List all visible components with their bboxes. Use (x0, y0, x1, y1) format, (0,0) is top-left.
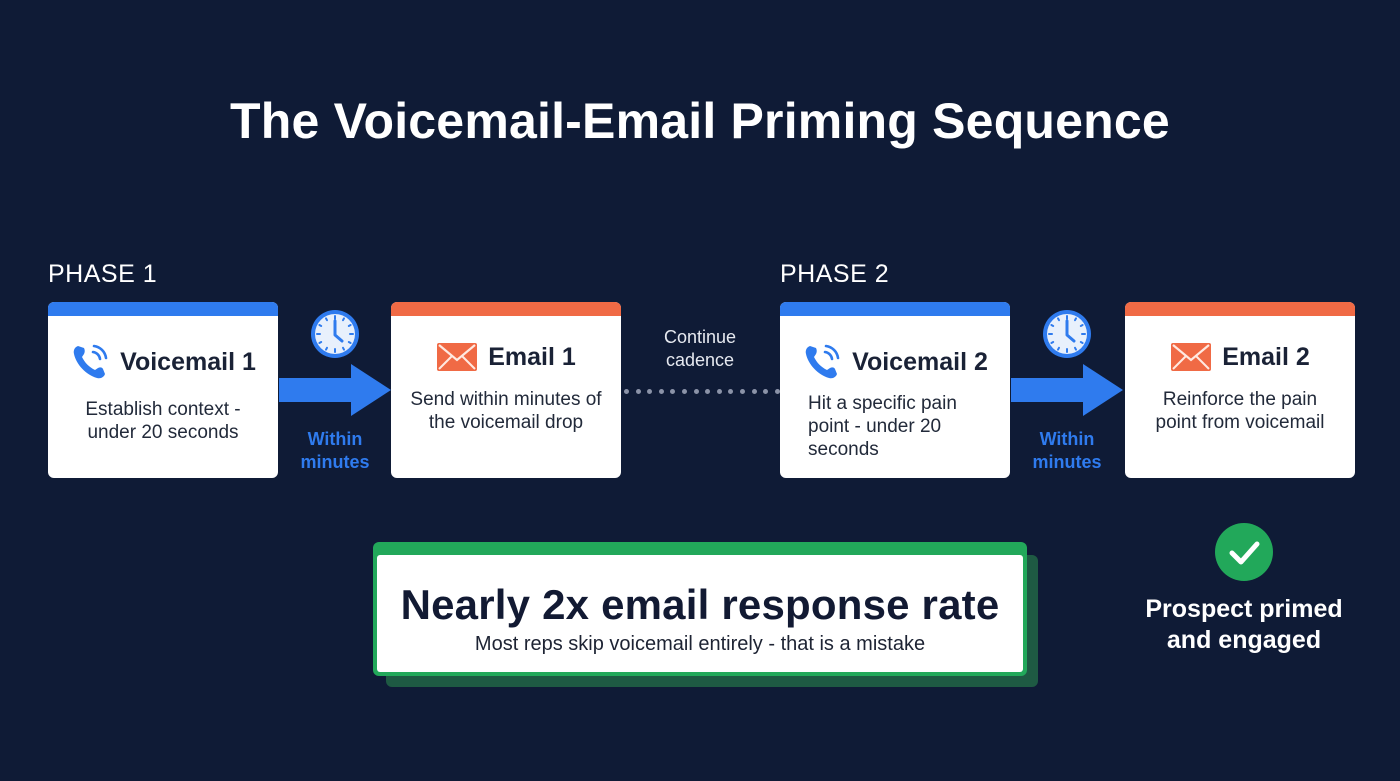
card-accent-bar (780, 302, 1010, 316)
clock-icon (1043, 310, 1091, 358)
step-description: Hit a specific pain point - under 20 sec… (808, 393, 957, 460)
dotted-connector (624, 387, 780, 395)
phone-ringing-icon (73, 344, 108, 379)
card-accent-bar (48, 302, 278, 316)
envelope-icon (437, 343, 478, 371)
connector-label-line1: Within (1039, 429, 1095, 449)
step-card-voicemail-1: Voicemail 1 Establish context - under 20… (48, 302, 278, 478)
step-title: Email 1 (488, 342, 576, 371)
step-card-email-2: Email 2 Reinforce the pain point from vo… (1125, 302, 1355, 478)
phone-ringing-icon (805, 344, 840, 379)
step-title: Voicemail 1 (120, 347, 256, 376)
outcome-line1: Prospect primed (1145, 595, 1343, 623)
checkmark-icon (1215, 523, 1273, 581)
connector-label-line2: minutes (300, 452, 370, 472)
continue-cadence-label: Continue cadence (622, 326, 778, 372)
phase-2-label: PHASE 2 (780, 260, 890, 288)
connector-label-line1: Within (307, 429, 363, 449)
clock-icon (311, 310, 359, 358)
connector-within-minutes-1: Within minutes (279, 302, 391, 478)
step-description: Reinforce the pain point from voicemail (1155, 389, 1325, 433)
cadence-line1: Continue (663, 327, 737, 347)
connector-label-line2: minutes (1032, 452, 1102, 472)
step-description: Establish context - under 20 seconds (85, 399, 241, 443)
envelope-icon (1171, 343, 1212, 371)
diagram-title: The Voicemail-Email Priming Sequence (230, 93, 1170, 149)
stat-headline: Nearly 2x email response rate (400, 581, 1000, 628)
step-description: Send within minutes of the voicemail dro… (410, 389, 602, 433)
stat-subtext: Most reps skip voicemail entirely - that… (474, 633, 926, 655)
phase-1-label: PHASE 1 (48, 260, 158, 288)
connector-within-minutes-2: Within minutes (1011, 302, 1123, 478)
step-card-voicemail-2: Voicemail 2 Hit a specific pain point - … (780, 302, 1010, 478)
step-card-email-1: Email 1 Send within minutes of the voice… (391, 302, 621, 478)
outcome-label: Prospect primed and engaged (1118, 594, 1370, 656)
arrow-right-icon (1011, 364, 1123, 416)
outcome-line2: and engaged (1166, 626, 1322, 654)
cadence-line2: cadence (665, 350, 735, 370)
card-accent-bar (1125, 302, 1355, 316)
stat-callout: Nearly 2x email response rate Most reps … (373, 542, 1027, 676)
arrow-right-icon (279, 364, 391, 416)
step-title: Voicemail 2 (852, 347, 988, 376)
card-accent-bar (391, 302, 621, 316)
step-title: Email 2 (1222, 342, 1310, 371)
